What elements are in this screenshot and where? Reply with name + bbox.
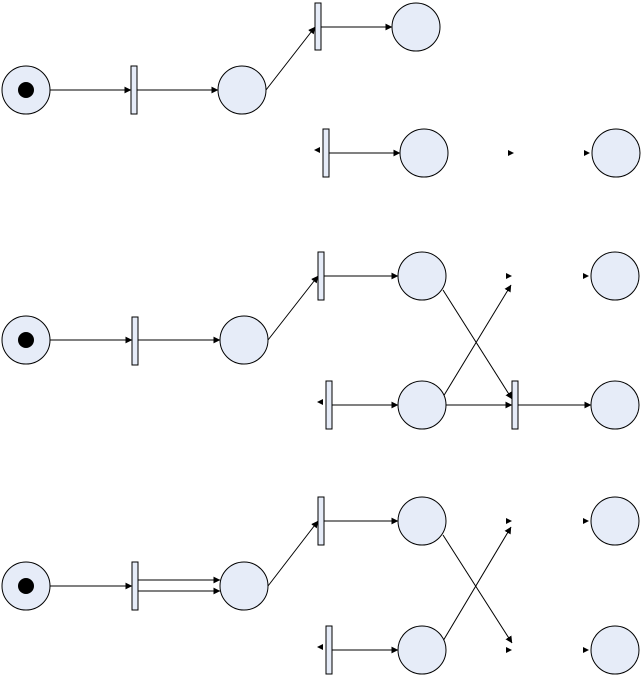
stub-p1-mid <box>508 150 514 156</box>
arc-p2-middle-to-upper <box>267 275 319 341</box>
place-p2-far-right-bottom <box>590 380 640 430</box>
stub-p1-lower-input <box>314 147 320 153</box>
arc-p2-lower-output-to-upper-right <box>442 284 512 398</box>
arc-p3-middle-to-upper <box>267 520 319 587</box>
transition-p2-entry <box>131 316 139 366</box>
transition-p2-join <box>511 380 519 430</box>
place-p1-lower-output <box>399 128 449 178</box>
stub-p2-right <box>583 273 589 279</box>
transition-p2-upper <box>317 251 325 301</box>
panel-1 <box>1 2 641 178</box>
stub-p3-right-bottom <box>583 647 589 653</box>
stub-p2-mid <box>506 273 512 279</box>
arc-p1-middle-to-upper <box>265 26 316 91</box>
place-p2-lower-output <box>397 380 447 430</box>
place-p3-far-right-bottom <box>590 625 640 675</box>
place-p3-upper-output <box>397 496 447 546</box>
arc-p3-lower-output-to-upper-right <box>442 526 512 642</box>
place-p2-middle <box>219 315 269 365</box>
arc-p2-upper-output-to-join <box>442 289 513 400</box>
stub-p2-lower-input <box>317 399 323 405</box>
stub-p3-mid-top <box>506 518 512 524</box>
transition-p3-upper <box>317 496 325 546</box>
place-p1-upper-output <box>391 2 441 52</box>
place-p1-far-right <box>591 128 641 178</box>
place-p2-far-right-top <box>590 251 640 301</box>
panel-3 <box>1 496 640 675</box>
place-p2-upper-output <box>397 251 447 301</box>
transition-p1-lower <box>322 128 330 178</box>
place-p1-middle <box>217 65 267 115</box>
stub-p3-mid-bottom <box>506 647 512 653</box>
place-p3-far-right-top <box>590 496 640 546</box>
transition-p3-lower <box>325 625 333 675</box>
stub-p1-right <box>584 150 590 156</box>
transition-p3-entry <box>131 561 139 611</box>
stub-p3-right-top <box>583 518 589 524</box>
token-p3-start <box>18 578 34 594</box>
place-p3-lower-output <box>397 625 447 675</box>
token-p1-start <box>18 82 34 98</box>
place-p3-middle <box>219 561 269 611</box>
stub-p3-lower-input <box>317 644 323 650</box>
panel-2 <box>1 251 640 430</box>
arc-p3-upper-output-to-lower-right <box>442 534 513 644</box>
transition-p2-lower <box>325 380 333 430</box>
transition-p1-upper <box>314 2 322 51</box>
token-p2-start <box>18 332 34 348</box>
transition-p1-entry <box>130 65 138 115</box>
